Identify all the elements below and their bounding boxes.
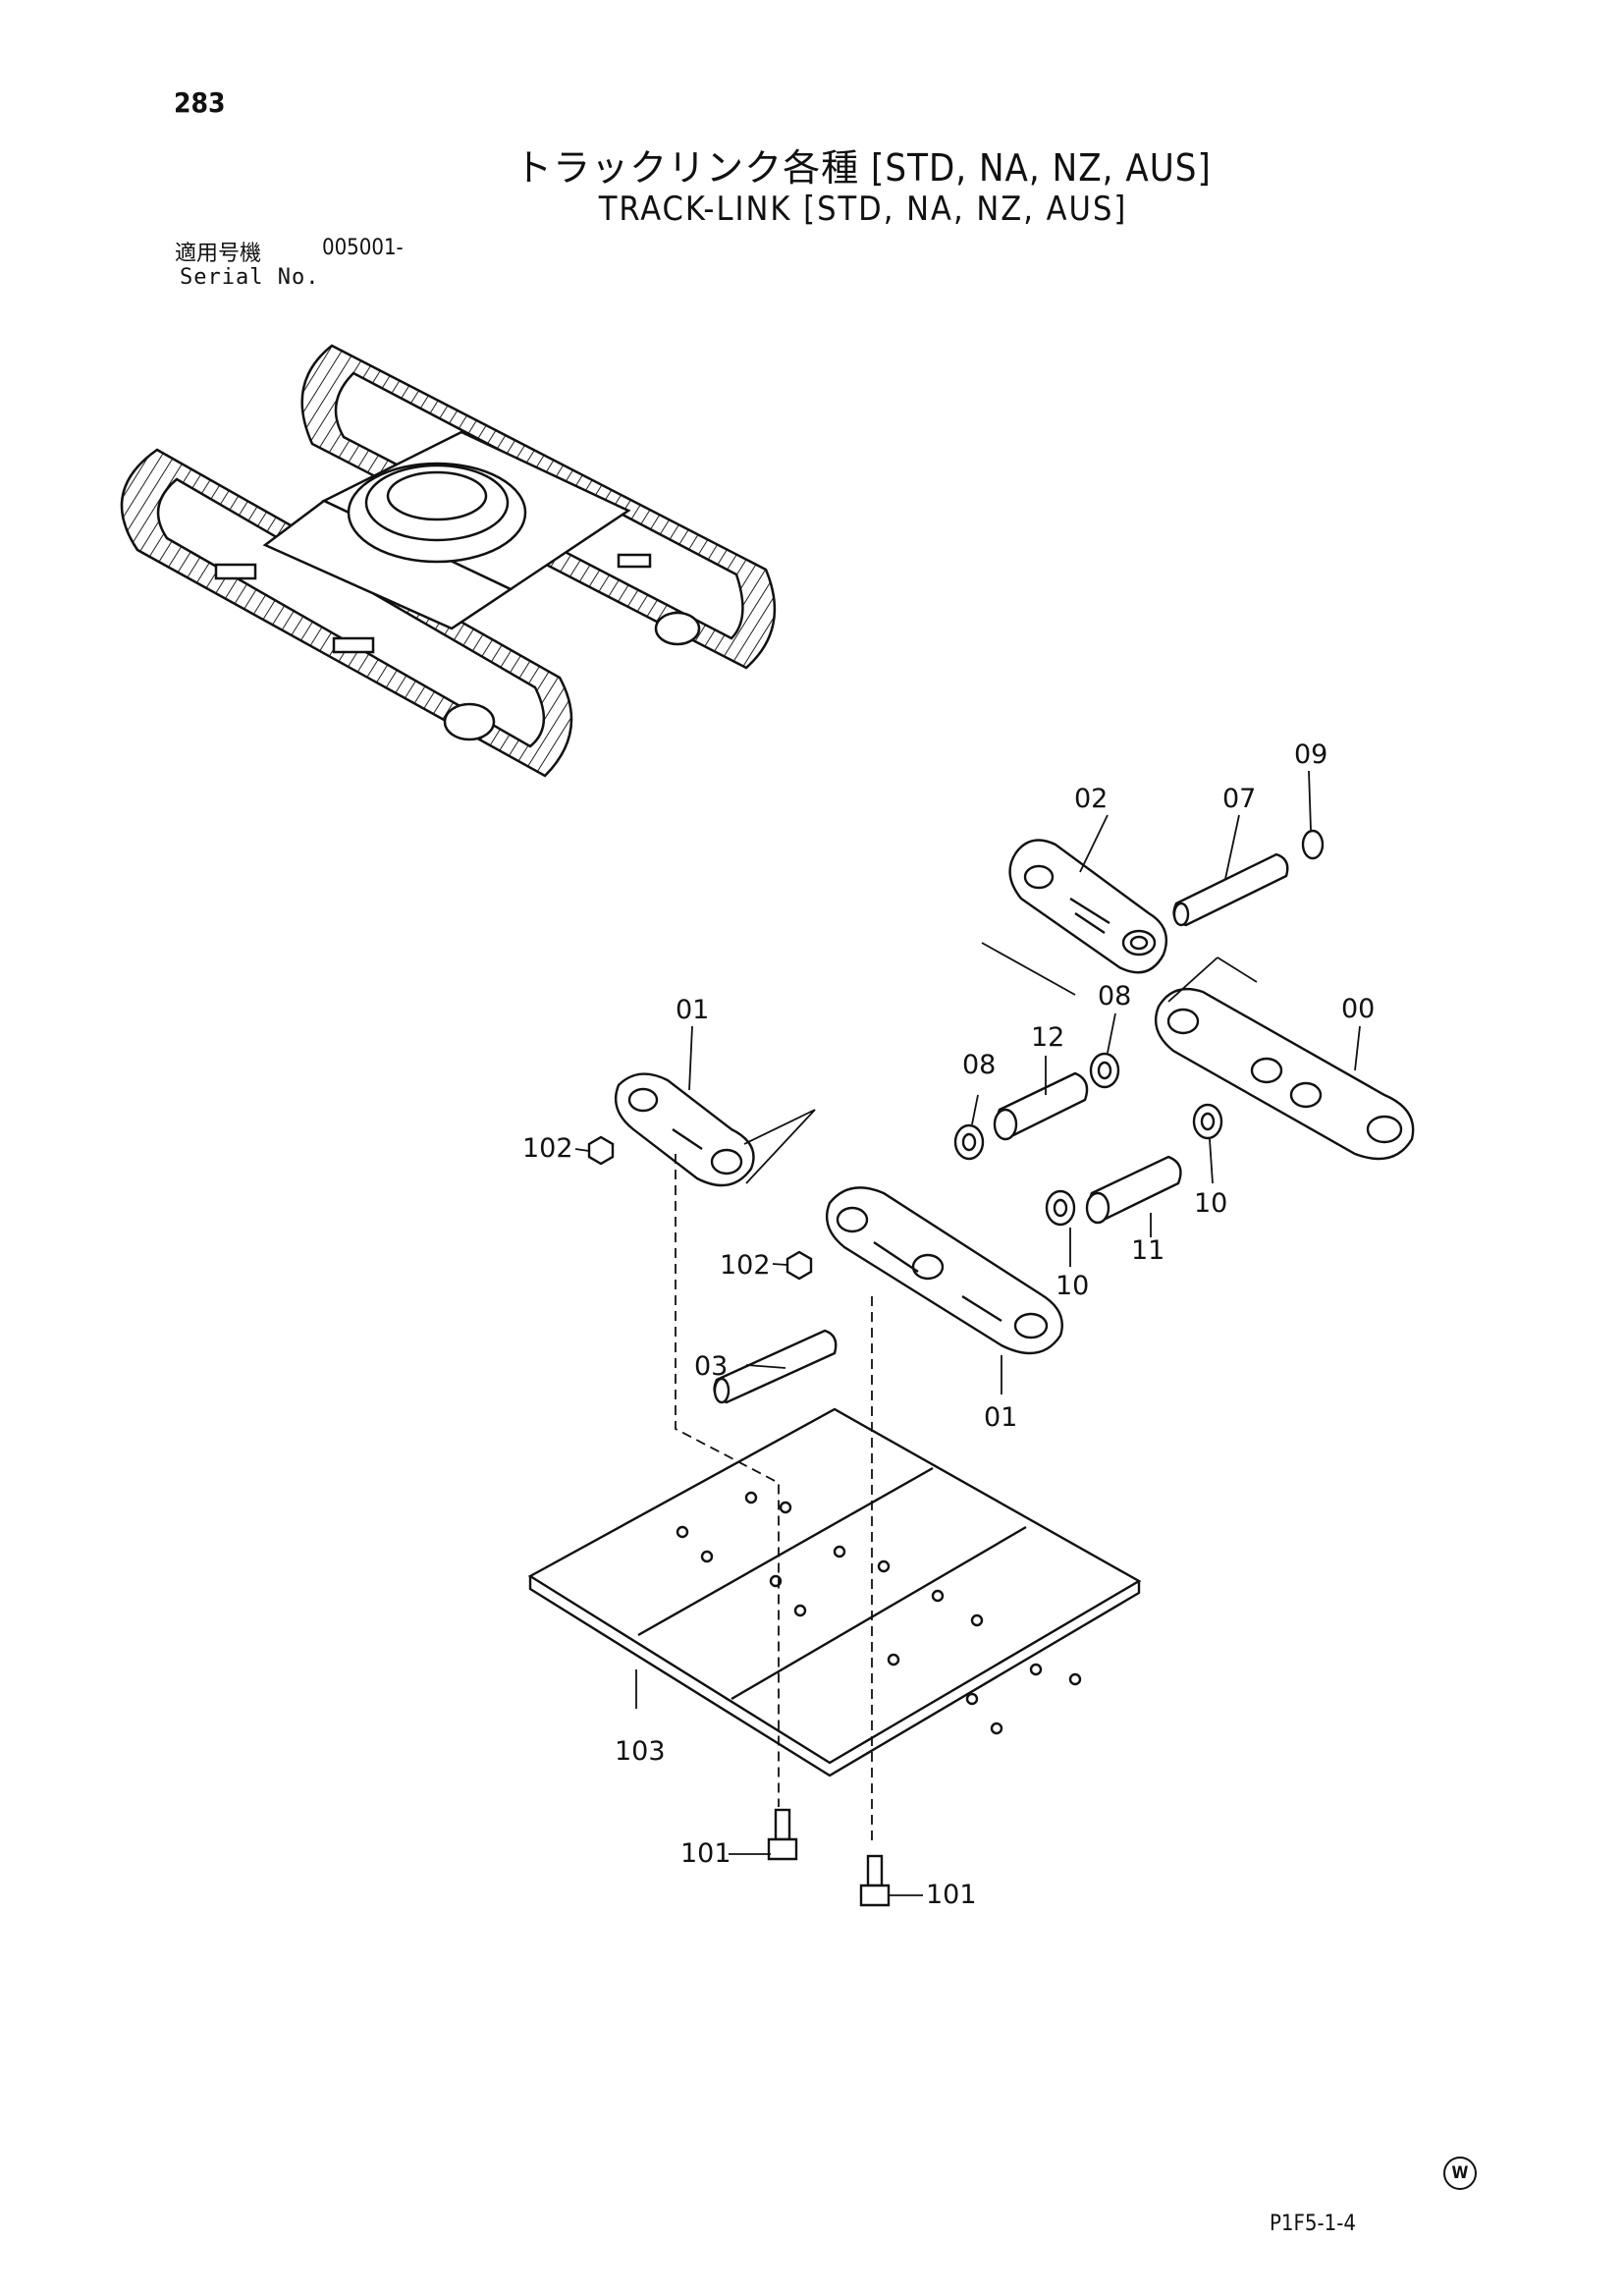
w-circle-mark-icon: W: [1443, 2157, 1477, 2190]
nut-102-top: [587, 1135, 615, 1166]
link-00: [1154, 987, 1415, 1161]
ring-09: [1301, 829, 1325, 860]
bolt-101-right: [859, 1854, 891, 1907]
label-part-01-bottom: 01: [984, 1402, 1017, 1433]
title-english: TRACK-LINK [STD, NA, NZ, AUS]: [598, 190, 1128, 229]
label-part-11: 11: [1131, 1235, 1164, 1266]
track-shoes-103: [527, 1407, 1142, 1777]
leader-lines: [574, 770, 1361, 1896]
link-middle-pair: [825, 1186, 1063, 1355]
bolt-101-left: [767, 1808, 798, 1861]
bushing-12: [993, 1071, 1089, 1141]
serial-label-english: Serial No.: [180, 265, 320, 290]
undercarriage-illustration: [120, 344, 777, 778]
link-02: [1008, 839, 1168, 974]
label-part-08-left: 08: [962, 1050, 996, 1080]
title-japanese: トラックリンク各種 [STD, NA, NZ, AUS]: [514, 146, 1212, 190]
pin-07: [1172, 852, 1289, 927]
label-part-12: 12: [1031, 1022, 1064, 1053]
label-part-00: 00: [1341, 994, 1375, 1024]
label-part-02: 02: [1074, 784, 1108, 814]
label-part-10-right: 10: [1194, 1188, 1227, 1219]
page-number: 283: [174, 86, 226, 119]
serial-number-value: 005001-: [322, 236, 404, 260]
label-part-01-top: 01: [676, 995, 709, 1025]
label-part-07: 07: [1222, 784, 1256, 814]
label-part-103: 103: [615, 1736, 666, 1767]
label-part-09: 09: [1294, 739, 1327, 770]
label-part-10-left: 10: [1056, 1271, 1089, 1301]
label-part-08-right: 08: [1098, 981, 1131, 1011]
figure-code: P1F5-1-4: [1270, 2212, 1356, 2236]
label-part-03: 03: [694, 1351, 728, 1382]
nut-102-bottom: [785, 1250, 813, 1281]
serial-label-japanese: 適用号機: [175, 242, 262, 266]
label-part-101-left: 101: [680, 1838, 731, 1869]
link-01-top: [614, 1072, 755, 1187]
label-part-102-top: 102: [522, 1133, 573, 1164]
label-part-101-right: 101: [926, 1880, 977, 1910]
label-part-102-bottom: 102: [720, 1250, 771, 1281]
bushing-11: [1085, 1155, 1182, 1225]
